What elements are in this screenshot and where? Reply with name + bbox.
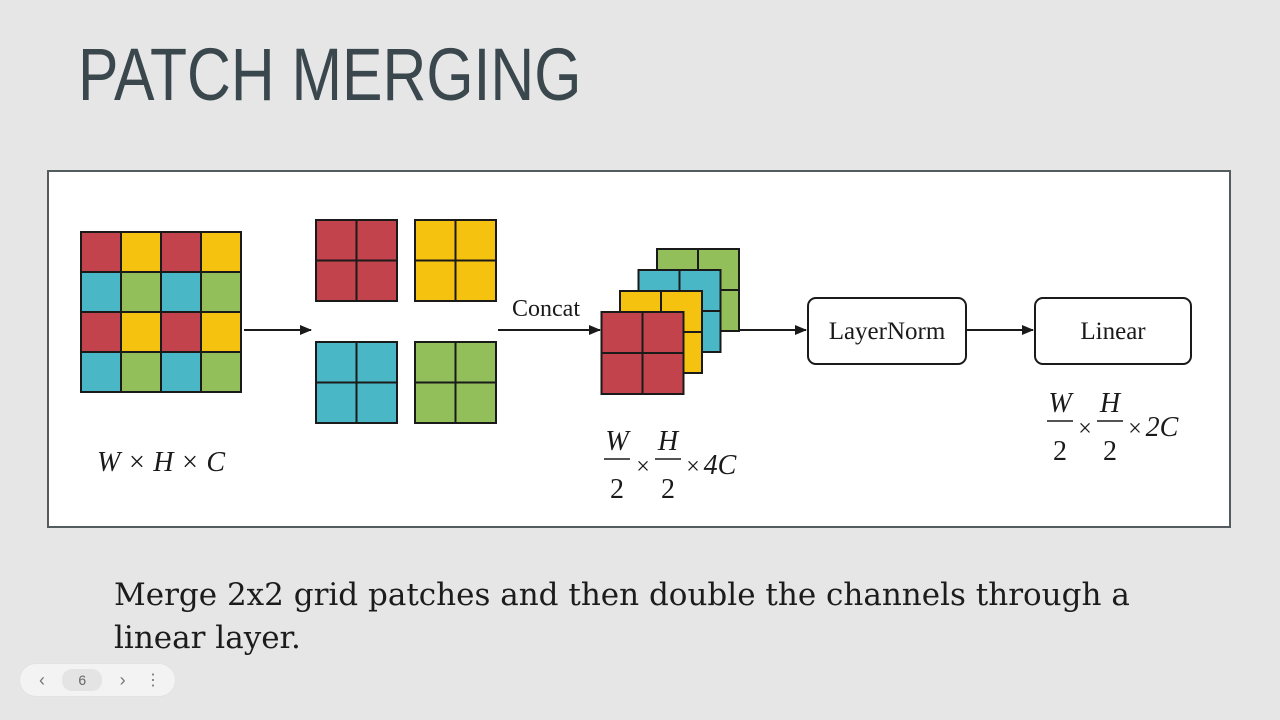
chevron-right-icon[interactable]: › [119,669,126,690]
split-patch-blue-cell [315,341,358,384]
split-patch-red-cell [355,219,398,262]
input-grid-cell [120,271,162,313]
input-grid-cell [80,271,122,313]
input-grid-cell [200,311,242,353]
split-patch-blue-cell [355,341,398,384]
split-patch-blue-cell [315,381,358,424]
split-patch-yellow-cell [414,219,457,262]
chevron-left-icon[interactable]: ‹ [39,669,45,690]
output-times-2: × [1128,416,1142,442]
concat-ch: 4C [704,450,737,481]
split-patch-red-cell [315,219,358,262]
split-patch-yellow-cell [414,259,457,302]
concat-h-den: 2 [661,474,675,505]
input-dims-label: W × H × C [97,447,225,478]
concat-w-den: 2 [610,474,624,505]
concat-h: H [657,426,680,457]
output-h-den: 2 [1103,436,1117,467]
input-grid-cell [160,231,202,273]
layernorm-box [807,297,967,365]
concat-times-1: × [636,454,650,480]
input-grid-cell [200,231,242,273]
linear-label: Linear [1080,318,1146,345]
output-ch: 2C [1146,412,1179,443]
slide-title: PATCH MERGING [78,33,582,116]
linear-box [1034,297,1192,365]
output-h: H [1099,388,1122,419]
stacked-patch-red-cell [641,352,685,395]
input-grid-cell [160,311,202,353]
concat-dims-label: W 2 × H 2 × 4C [604,426,737,505]
diagram-frame: W × H × C Concat LayerNorm Linear W 2 × … [47,170,1231,528]
input-grid-cell [120,311,162,353]
input-grid [80,231,242,393]
split-patch-red-cell [315,259,358,302]
concat-label: Concat [512,296,580,322]
input-grid-cell [120,231,162,273]
output-times-1: × [1078,416,1092,442]
split-patch-green-cell [454,381,497,424]
input-grid-cell [160,271,202,313]
input-grid-cell [80,231,122,273]
stacked-patch-red-cell [600,311,644,354]
patch-merging-diagram: W × H × C Concat LayerNorm Linear W 2 × … [80,219,1192,505]
stacked-patch-red-cell [641,311,685,354]
input-grid-cell [200,271,242,313]
split-patches [315,219,497,424]
page-number[interactable]: 6 [62,669,103,691]
input-grid-cell [120,351,162,393]
stacked-patch-red-cell [600,352,644,395]
concat-w: W [605,426,631,457]
vertical-dots-icon[interactable]: ⋮ [144,672,161,689]
split-patch-green-cell [414,381,457,424]
split-patch-yellow-cell [454,259,497,302]
input-grid-cell [200,351,242,393]
input-grid-cell [80,351,122,393]
concat-times-2: × [686,454,700,480]
input-grid-cell [80,311,122,353]
slide-caption: Merge 2x2 grid patches and then double t… [114,577,1130,656]
split-patch-yellow-cell [454,219,497,262]
split-patch-blue-cell [355,381,398,424]
split-patch-red-cell [355,259,398,302]
stacked-patches [600,248,740,395]
split-patch-green-cell [414,341,457,384]
slide-pager: ‹ 6 › ⋮ [20,664,175,696]
input-grid-cell [160,351,202,393]
output-dims-label: W 2 × H 2 × 2C [1047,388,1179,467]
split-patch-green-cell [454,341,497,384]
output-w: W [1048,388,1074,419]
layernorm-label: LayerNorm [829,318,946,345]
output-w-den: 2 [1053,436,1067,467]
